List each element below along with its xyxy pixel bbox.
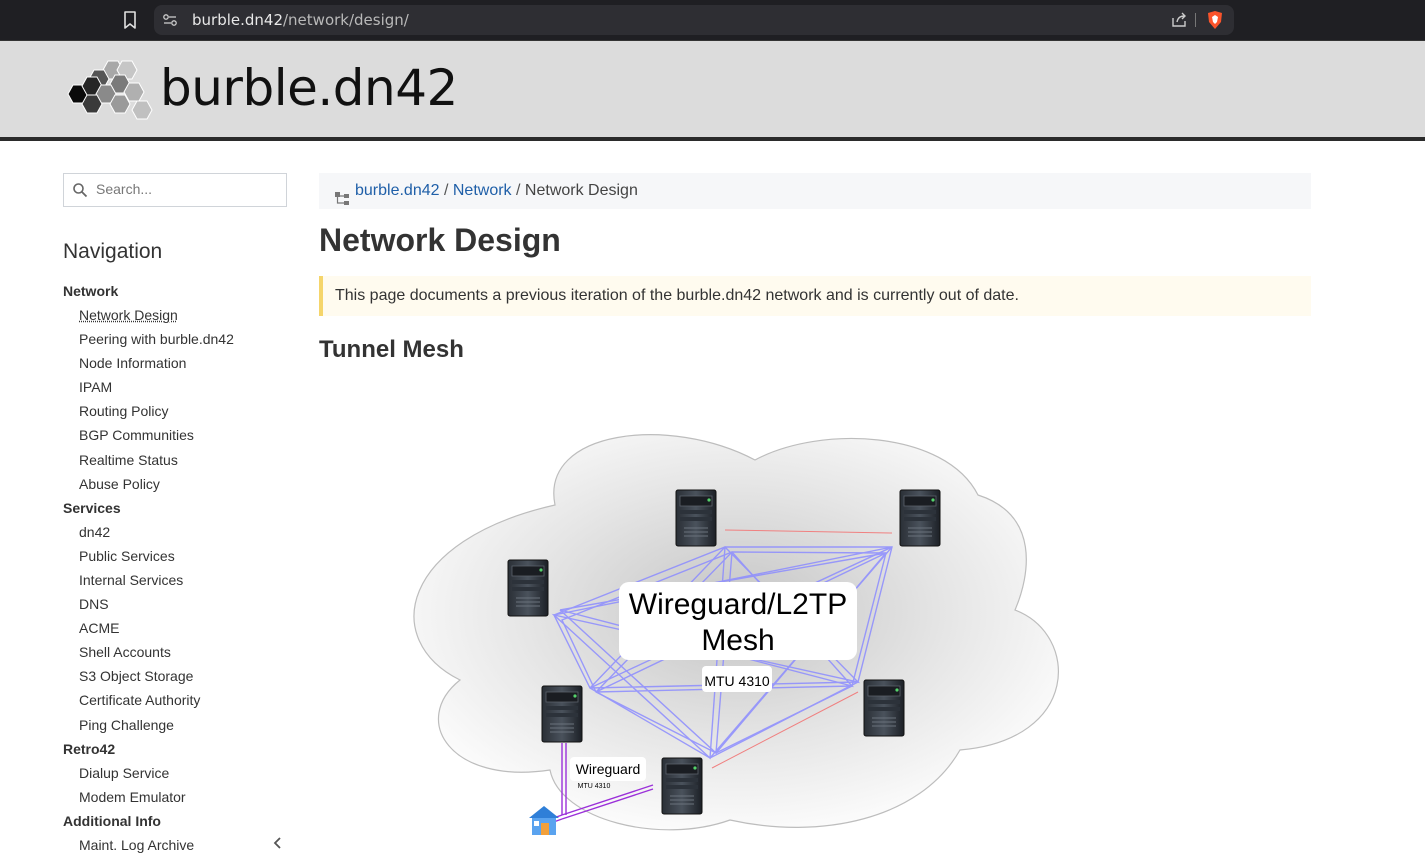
server-node-icon <box>863 679 905 737</box>
mesh-mtu-label: MTU 4310 <box>704 673 770 689</box>
toolbar-divider <box>1195 13 1196 27</box>
wireguard-mtu-label: MTU 4310 <box>578 783 611 790</box>
mesh-label-line2: Mesh <box>701 624 774 657</box>
site-header: burble.dn42 <box>0 41 1425 141</box>
nav-section-services[interactable]: Services <box>63 499 121 516</box>
server-node-icon <box>661 757 703 815</box>
brave-shield-icon[interactable] <box>1206 10 1224 30</box>
search-box[interactable] <box>63 173 287 207</box>
nav-item-routing-policy[interactable]: Routing Policy <box>79 403 169 420</box>
site-settings-icon[interactable] <box>162 12 178 28</box>
section-title-tunnel-mesh: Tunnel Mesh <box>319 336 464 363</box>
house-icon <box>529 806 559 835</box>
server-node-icon <box>899 489 941 547</box>
collapse-sidebar-chevron-icon[interactable] <box>270 834 286 852</box>
nav-item-bgp-communities[interactable]: BGP Communities <box>79 427 194 444</box>
search-input[interactable] <box>96 174 282 204</box>
nav-item-acme[interactable]: ACME <box>79 620 120 637</box>
nav-item-network-design[interactable]: Network Design <box>63 304 293 328</box>
wireguard-label: Wireguard <box>576 761 641 777</box>
outdated-notice: This page documents a previous iteration… <box>319 276 1311 316</box>
breadcrumb: burble.dn42 / Network / Network Design <box>319 173 1311 209</box>
sidebar-navigation: Network Network Design Peering with burb… <box>63 280 293 858</box>
breadcrumb-trail: burble.dn42 / Network / Network Design <box>355 173 638 209</box>
search-icon <box>72 182 88 198</box>
nav-item-certificate-authority[interactable]: Certificate Authority <box>79 692 201 709</box>
breadcrumb-separator: / <box>443 182 449 199</box>
site-title[interactable]: burble.dn42 <box>160 59 458 117</box>
nav-item-dialup-service[interactable]: Dialup Service <box>79 764 170 781</box>
url-domain: burble.dn42 <box>192 11 283 29</box>
breadcrumb-home-link[interactable]: burble.dn42 <box>355 182 440 199</box>
server-node-icon <box>507 559 549 617</box>
mesh-label-box <box>619 582 857 660</box>
breadcrumb-network-link[interactable]: Network <box>452 182 512 199</box>
nav-item-s3-object-storage[interactable]: S3 Object Storage <box>79 668 194 685</box>
mesh-links <box>551 545 893 760</box>
nav-item-internal-services[interactable]: Internal Services <box>79 571 184 588</box>
nav-item-peering[interactable]: Peering with burble.dn42 <box>79 331 234 348</box>
url-text[interactable]: burble.dn42/network/design/ <box>192 11 409 29</box>
nav-item-dn42[interactable]: dn42 <box>79 523 111 540</box>
nav-item-node-information[interactable]: Node Information <box>79 355 187 372</box>
nav-section-network[interactable]: Network <box>63 283 119 299</box>
share-icon[interactable] <box>1170 11 1188 29</box>
nav-item-label: Network Design <box>79 307 178 323</box>
nav-item-public-services[interactable]: Public Services <box>79 547 175 564</box>
nav-item-realtime-status[interactable]: Realtime Status <box>79 451 178 468</box>
bookmark-icon[interactable] <box>119 9 141 31</box>
sitemap-icon <box>335 184 351 205</box>
browser-toolbar: burble.dn42/network/design/ <box>0 0 1425 41</box>
server-node-icon <box>675 489 717 547</box>
mesh-label-line1: Wireguard/L2TP <box>629 588 847 621</box>
nav-section-retro42[interactable]: Retro42 <box>63 740 116 757</box>
nav-item-shell-accounts[interactable]: Shell Accounts <box>79 644 171 661</box>
breadcrumb-separator: / <box>516 182 521 199</box>
url-path: /network/design/ <box>283 11 409 29</box>
address-bar[interactable]: burble.dn42/network/design/ <box>154 5 1234 35</box>
cross-links <box>711 529 893 769</box>
nav-item-abuse-policy[interactable]: Abuse Policy <box>79 475 160 492</box>
nav-item-modem-emulator[interactable]: Modem Emulator <box>79 788 186 805</box>
page-title: Network Design <box>319 222 561 258</box>
breadcrumb-current: Network Design <box>524 182 638 199</box>
hexagon-logo-icon[interactable] <box>63 57 163 123</box>
nav-item-ipam[interactable]: IPAM <box>79 379 113 396</box>
server-node-icon <box>541 685 583 743</box>
nav-section-additional-info[interactable]: Additional Info <box>63 812 161 829</box>
nav-item-dns[interactable]: DNS <box>79 596 109 613</box>
wireguard-label-box <box>570 757 646 781</box>
mesh-mtu-box <box>702 666 772 692</box>
navigation-heading: Navigation <box>63 240 163 263</box>
nav-item-maint-log-archive[interactable]: Maint. Log Archive <box>79 836 195 853</box>
nav-item-ping-challenge[interactable]: Ping Challenge <box>79 716 174 733</box>
tunnel-mesh-diagram: Wireguard/L2TP Mesh MTU 4310 Wireguard M… <box>413 434 1059 835</box>
